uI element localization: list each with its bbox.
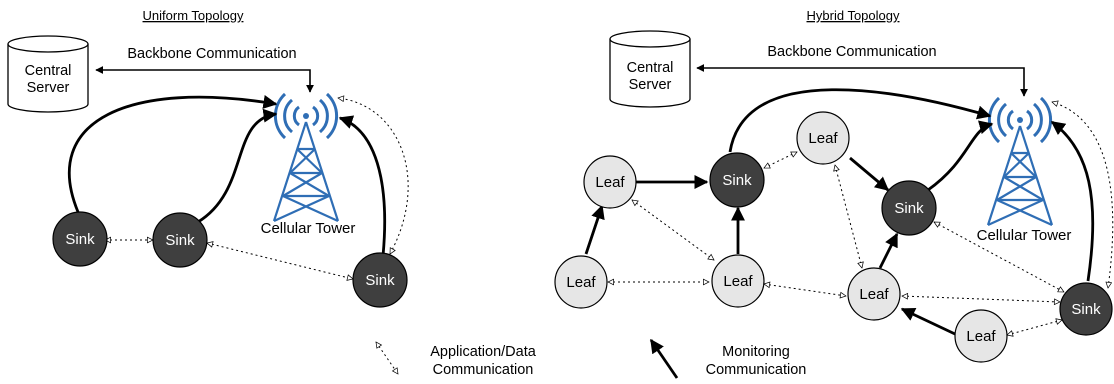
hybrid-topology: Hybrid Topology Central Server Backbone … <box>554 8 1114 363</box>
legend-mon-line1: Monitoring <box>722 344 790 360</box>
hybrid-data-link-leaf-bottom-to-edge <box>1007 320 1062 335</box>
hybrid-data-link-center-right-to-edge <box>902 296 1060 302</box>
hybrid-leaf-node-center-bottom: Leaf <box>711 254 765 308</box>
hybrid-leaf-label-left-bottom: Leaf <box>566 274 596 291</box>
uniform-cellular-tower-icon <box>272 92 340 223</box>
hybrid-data-link-leaf-sink <box>764 151 797 169</box>
uniform-server-line1: Central <box>25 63 72 79</box>
legend-data-arrow-icon <box>376 342 398 374</box>
hybrid-tower-label: Cellular Tower <box>977 227 1072 244</box>
uniform-title: Uniform Topology <box>143 8 244 23</box>
hybrid-backbone-arrow <box>696 64 1028 97</box>
uniform-data-link-3 <box>338 98 409 254</box>
hybrid-sink-label-edge: Sink <box>1071 301 1101 318</box>
hybrid-data-link-leaf-diag <box>632 200 714 260</box>
hybrid-monitoring-sink-to-tower <box>728 88 992 153</box>
uniform-sink-label-1: Sink <box>65 231 95 248</box>
hybrid-monitoring-leaf-bottom-to-leaf-top <box>584 204 605 255</box>
hybrid-backbone-label: Backbone Communication <box>767 44 936 60</box>
hybrid-leaf-label-center-right: Leaf <box>859 286 889 303</box>
hybrid-sink-label-mid: Sink <box>722 172 752 189</box>
uniform-monitoring-link-1 <box>67 95 278 213</box>
hybrid-monitoring-sink-edge-to-tower <box>1050 120 1095 282</box>
uniform-sink-label-2: Sink <box>165 232 195 249</box>
legend: Application/Data Communication Monitorin… <box>376 338 807 379</box>
legend-app-line2: Communication <box>433 362 534 378</box>
uniform-sink-node-3: Sink <box>352 252 408 308</box>
hybrid-leaf-node-left-top: Leaf <box>583 155 637 209</box>
uniform-data-link-2 <box>207 243 353 279</box>
uniform-sink-node-2: Sink <box>152 212 208 268</box>
uniform-backbone-label: Backbone Communication <box>127 46 296 62</box>
hybrid-monitoring-leaf-center-right-to-sink-right <box>878 232 899 269</box>
hybrid-leaf-label-bottom: Leaf <box>966 328 996 345</box>
hybrid-central-server: Central Server <box>609 30 691 108</box>
hybrid-leaf-node-center-right: Leaf <box>847 267 901 321</box>
hybrid-cellular-tower-icon <box>986 96 1054 227</box>
hybrid-data-link-leaf-center-right <box>764 284 846 296</box>
hybrid-leaf-node-top: Leaf <box>796 111 850 165</box>
hybrid-leaf-label-left-top: Leaf <box>595 174 625 191</box>
hybrid-title: Hybrid Topology <box>807 8 900 23</box>
hybrid-leaf-label-top: Leaf <box>808 130 838 147</box>
legend-monitoring-arrow-icon <box>649 338 679 379</box>
hybrid-leaf-node-bottom: Leaf <box>954 309 1008 363</box>
hybrid-monitoring-sink-right-to-tower <box>927 120 994 192</box>
hybrid-leaf-node-left-bottom: Leaf <box>554 255 608 309</box>
hybrid-server-line2: Server <box>629 77 672 93</box>
hybrid-sink-label-right: Sink <box>894 200 924 217</box>
hybrid-server-line1: Central <box>627 60 674 76</box>
uniform-monitoring-link-2 <box>197 108 278 224</box>
hybrid-sink-node-mid: Sink <box>709 152 765 208</box>
uniform-central-server: Central Server <box>7 35 89 113</box>
hybrid-sink-node-right: Sink <box>881 180 937 236</box>
hybrid-monitoring-leaf-top-to-sink-right <box>849 156 890 192</box>
uniform-sink-label-3: Sink <box>365 272 395 289</box>
hybrid-data-link-leaf-top-to-center-right <box>835 165 862 268</box>
uniform-server-line2: Server <box>27 80 70 96</box>
hybrid-sink-node-edge: Sink <box>1059 282 1113 336</box>
uniform-backbone-arrow <box>95 66 314 93</box>
legend-mon-line2: Communication <box>706 362 807 378</box>
hybrid-leaf-label-center-bottom: Leaf <box>723 273 753 290</box>
uniform-tower-label: Cellular Tower <box>261 220 356 237</box>
uniform-topology: Uniform Topology Central Server Backbone… <box>7 8 409 308</box>
legend-app-line1: Application/Data <box>430 344 537 360</box>
hybrid-monitoring-leaf-bottom-to-leaf-center-right <box>900 307 956 336</box>
uniform-sink-node-1: Sink <box>52 211 108 267</box>
